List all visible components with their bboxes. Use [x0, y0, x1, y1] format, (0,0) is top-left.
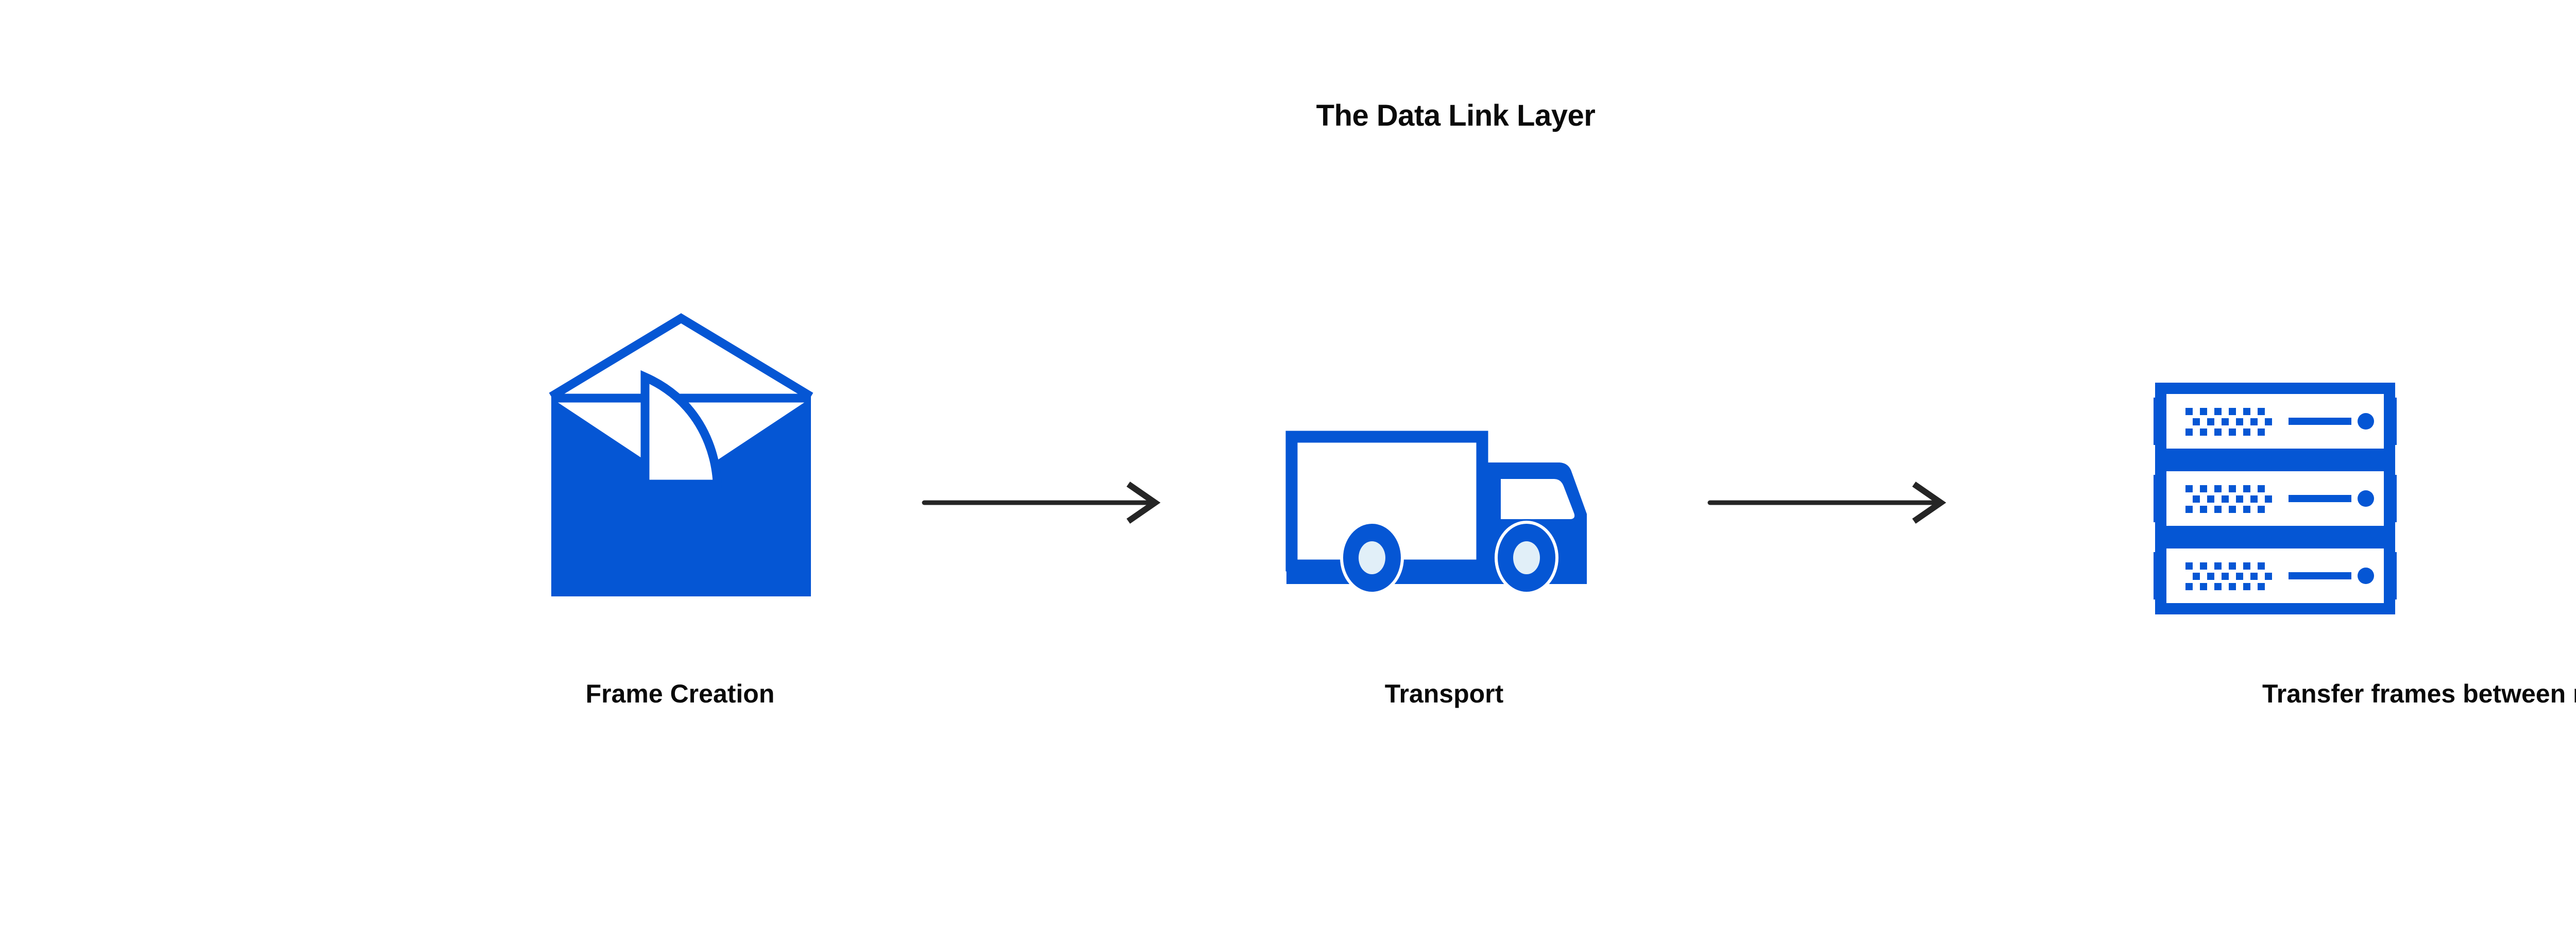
page-title-text: The Data Link Layer [1316, 99, 1596, 132]
arrow-right-icon [922, 479, 1164, 526]
page-title: The Data Link Layer [0, 101, 2576, 131]
step-label-frame-creation: Frame Creation [585, 679, 775, 708]
open-envelope-icon [547, 313, 815, 601]
server-unit [2154, 543, 2397, 609]
server-unit [2154, 466, 2397, 531]
step-label-transfer-frames: Transfer frames between net [2262, 679, 2576, 708]
step-label-transport: Transport [1384, 679, 1504, 708]
server-unit [2154, 388, 2397, 454]
server-stack-icon [2154, 385, 2397, 612]
arrow-right-icon [1707, 479, 1950, 526]
delivery-truck-icon [1285, 431, 1603, 595]
